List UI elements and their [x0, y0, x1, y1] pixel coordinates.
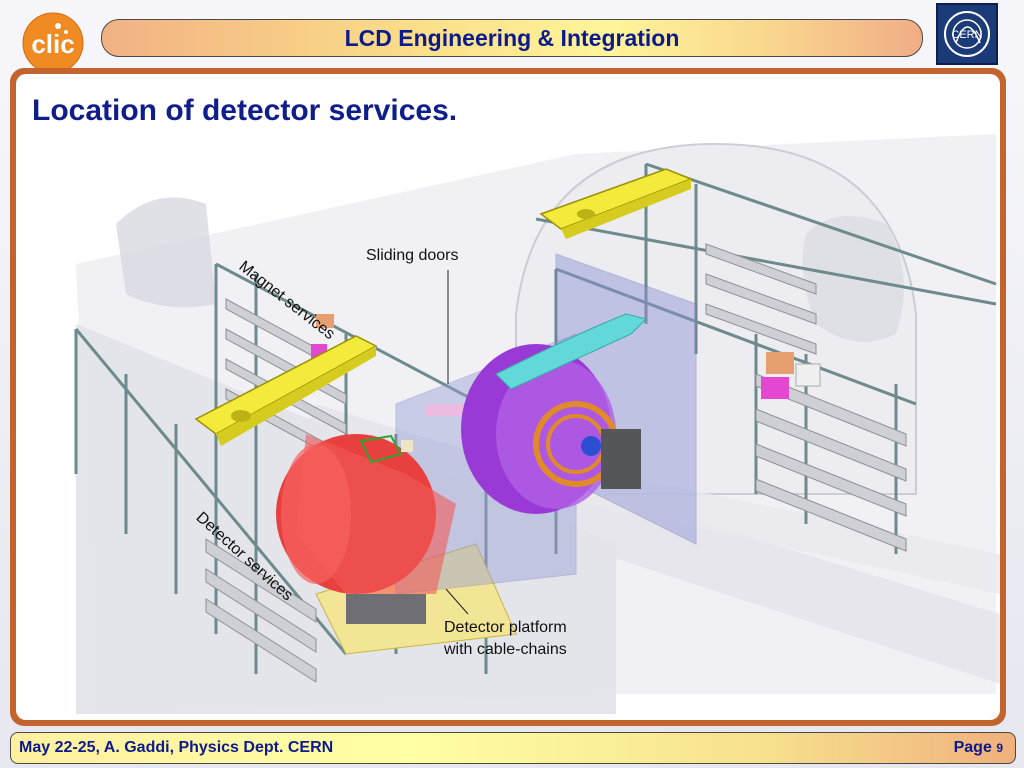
footer-page: Page 9 — [954, 739, 1003, 757]
red-detector — [276, 434, 456, 594]
slide-title: Location of detector services. — [32, 94, 458, 127]
footer-bar: May 22-25, A. Gaddi, Physics Dept. CERN … — [10, 732, 1016, 764]
slide-content: Location of detector services. Sliding d… — [16, 74, 1000, 720]
header-title: LCD Engineering & Integration — [344, 24, 680, 51]
page-label: Page — [953, 739, 992, 756]
label-sliding-doors: Sliding doors — [366, 247, 459, 264]
right-shelves — [705, 243, 907, 552]
header-bar: LCD Engineering & Integration — [101, 19, 923, 57]
cavern-illustration — [74, 134, 1000, 714]
clic-logo: clic — [22, 12, 84, 74]
cern-logo: CERN — [936, 3, 998, 65]
cern-logo-text: CERN — [951, 29, 982, 41]
slide-frame: Location of detector services. Sliding d… — [10, 68, 1006, 726]
footer-author: May 22-25, A. Gaddi, Physics Dept. CERN — [19, 739, 334, 756]
page-number: 9 — [996, 741, 1003, 755]
label-platform-line2: with cable-chains — [444, 641, 567, 658]
label-platform-line1: Detector platform — [444, 619, 567, 636]
left-crane — [194, 335, 378, 446]
svg-text:clic: clic — [31, 29, 74, 59]
right-crane — [539, 168, 694, 239]
purple-detector — [461, 344, 641, 514]
